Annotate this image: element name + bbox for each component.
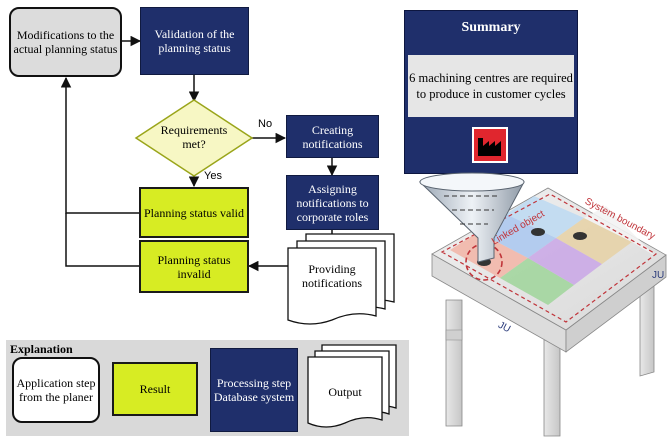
summary-panel: Summary 6 machining centres are required… xyxy=(404,10,578,174)
requirements-label: Requirements met? xyxy=(160,123,228,151)
validation-box: Validation of the planning status xyxy=(140,7,249,75)
invalid-box: Planning status invalid xyxy=(139,240,249,293)
legend-processing-box: Processing step Database system xyxy=(210,348,298,432)
summary-title: Summary xyxy=(461,20,521,35)
legend-output-label: Output xyxy=(328,385,362,399)
explanation-title: Explanation xyxy=(10,342,73,356)
valid-box: Planning status valid xyxy=(139,187,249,238)
summary-text: 6 machining centres are required to prod… xyxy=(408,55,574,117)
factory-icon xyxy=(472,127,508,163)
arrow-invalid-loop xyxy=(65,213,139,267)
assigning-box: Assigning notifications to corporate rol… xyxy=(286,175,379,230)
creating-box: Creating notifications xyxy=(286,115,379,158)
legend-application-box: Application step from the planer xyxy=(12,357,100,423)
yes-label: Yes xyxy=(204,170,222,182)
logo-side: JU xyxy=(652,270,665,281)
legend-result-box: Result xyxy=(112,362,198,416)
providing-label: Providing notifications xyxy=(302,262,362,290)
no-label: No xyxy=(258,118,273,130)
modifications-box: Modifications to the actual planning sta… xyxy=(9,7,122,77)
